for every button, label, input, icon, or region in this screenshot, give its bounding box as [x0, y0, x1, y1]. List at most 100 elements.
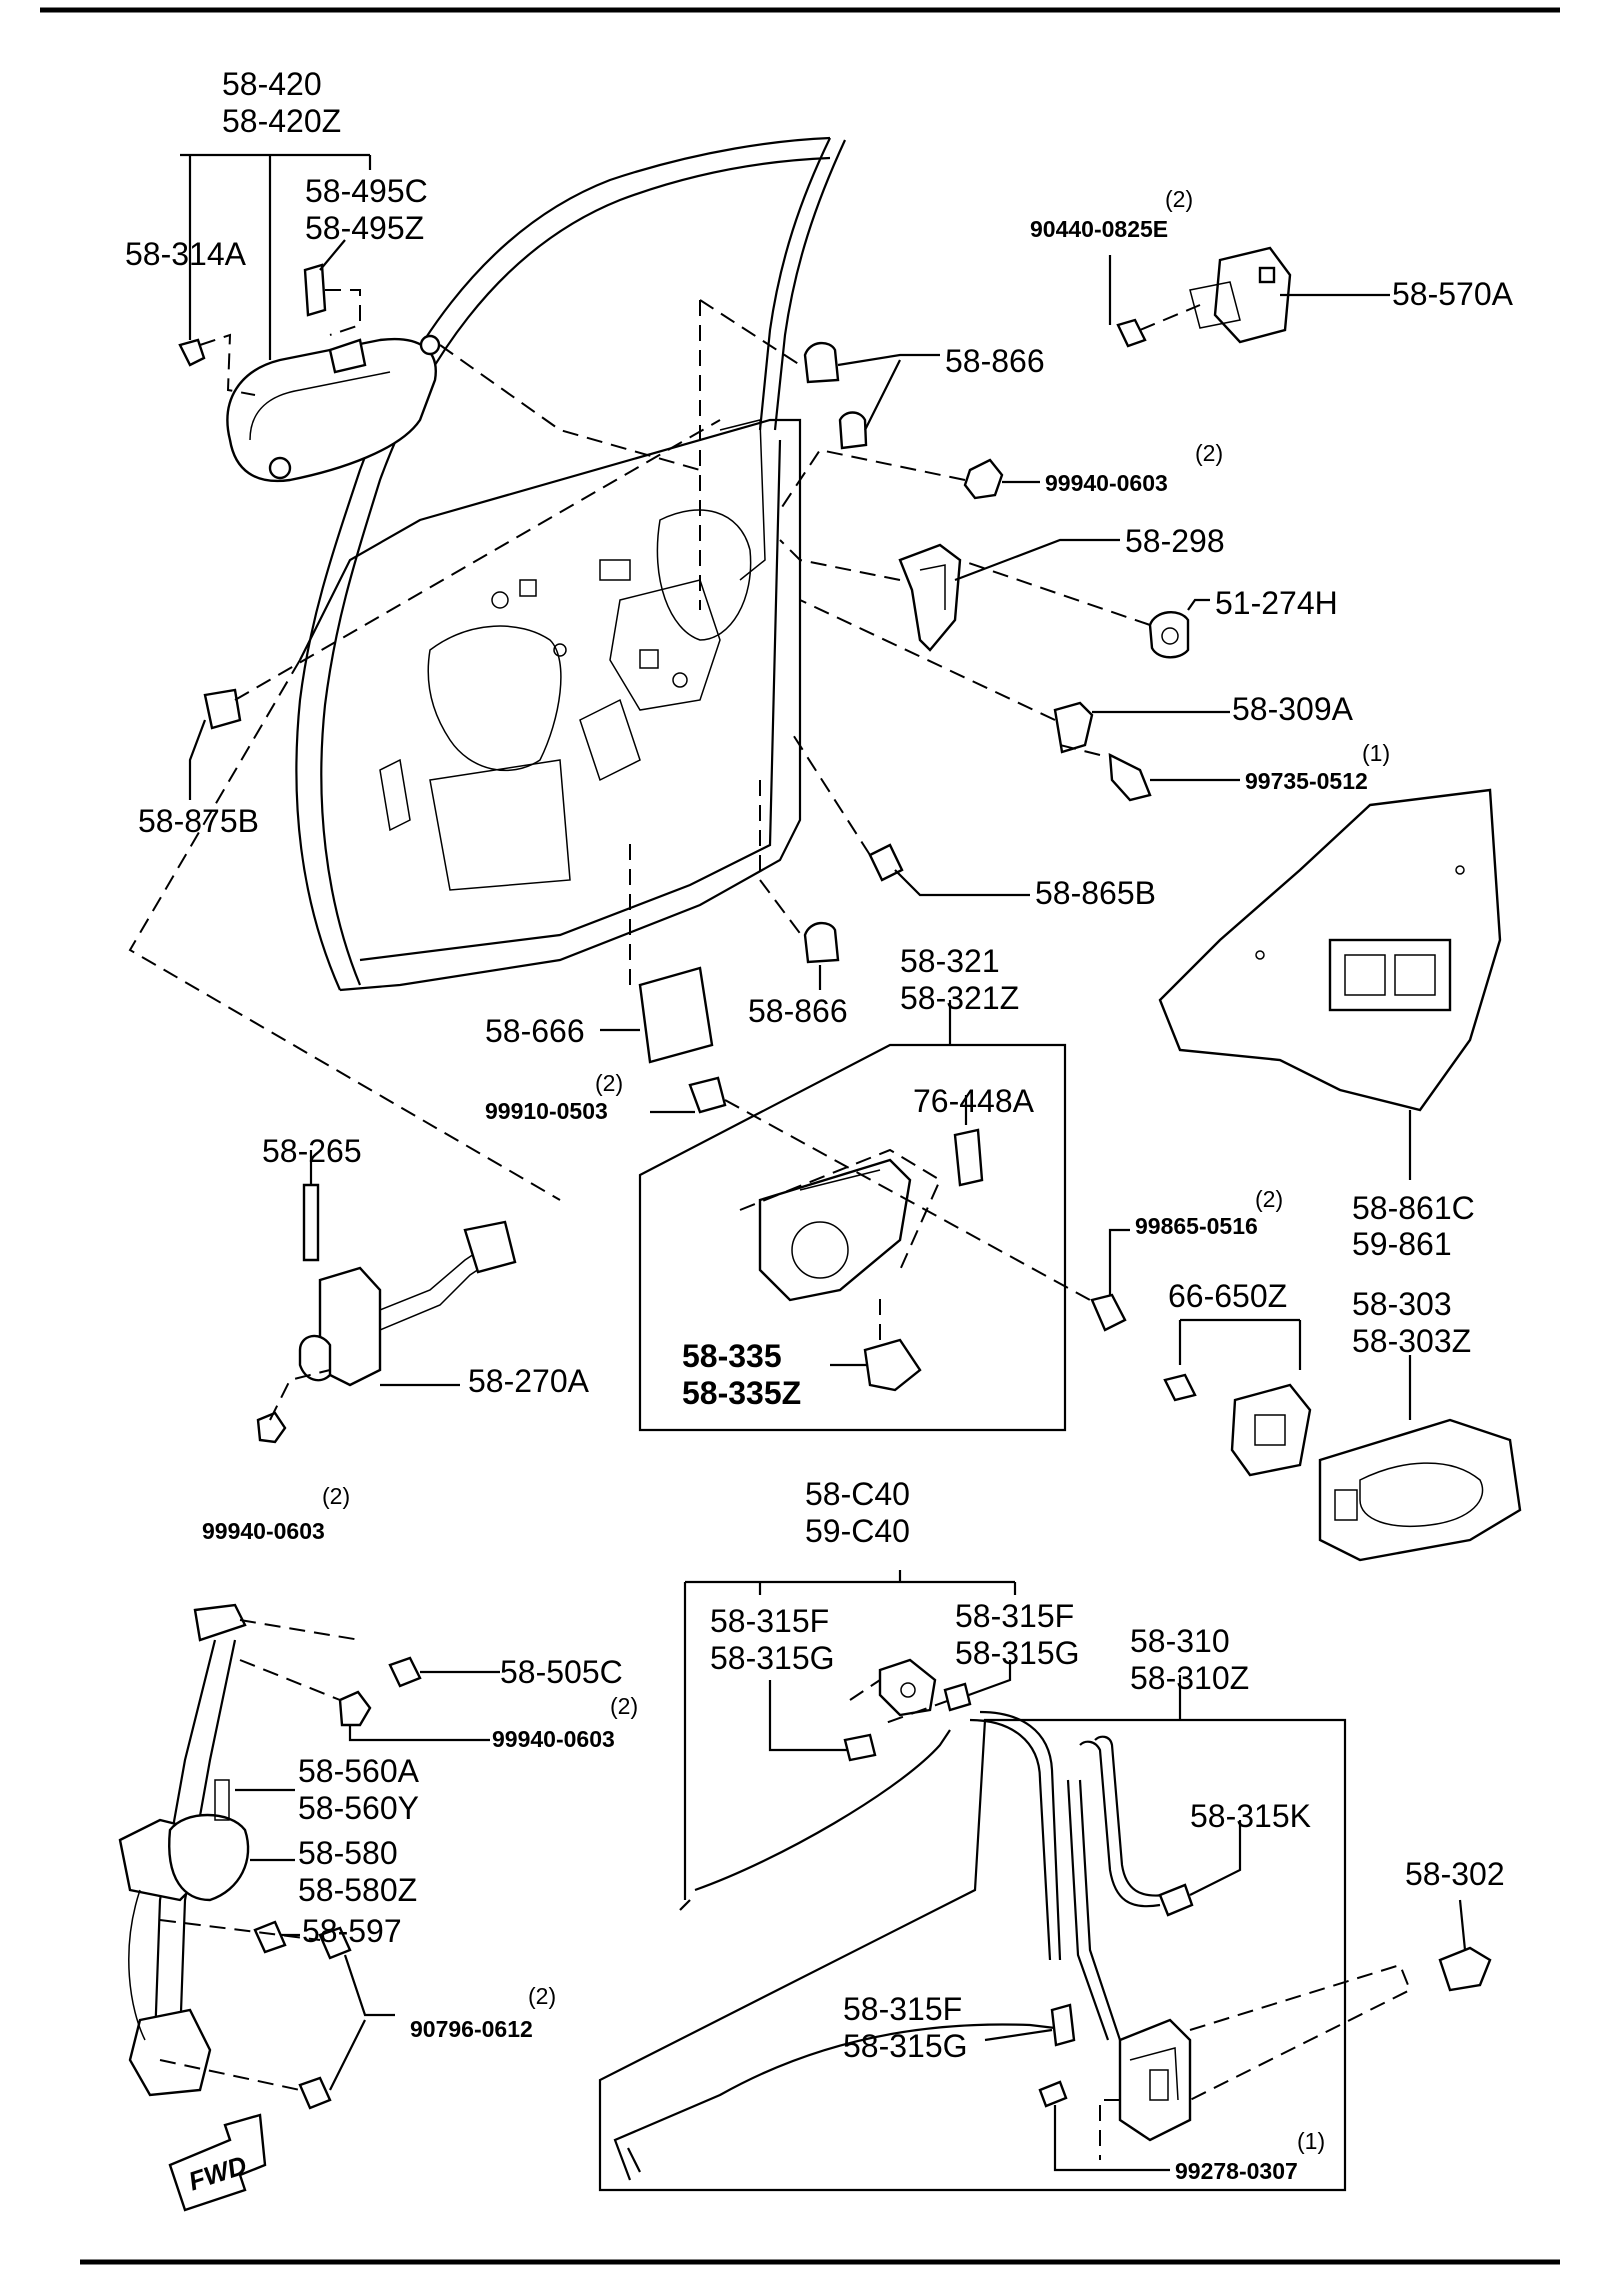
label-58-570a: 58-570A [1392, 276, 1513, 312]
label-58-335z: 58-335Z [682, 1375, 802, 1411]
label-59-861: 59-861 [1352, 1226, 1452, 1262]
door-shell [295, 136, 846, 992]
label-58-265: 58-265 [262, 1133, 362, 1169]
label-99278-0307: 99278-0307 [1175, 2158, 1298, 2184]
label-58-315g-a: 58-315G [710, 1640, 835, 1676]
label-58-580z: 58-580Z [298, 1872, 418, 1908]
label-58-321: 58-321 [900, 943, 1000, 979]
bracket-plate [878, 1658, 937, 1717]
label-58-314a: 58-314A [125, 236, 246, 272]
qty-90796: (2) [528, 1983, 557, 2009]
label-58-315f-b: 58-315F [955, 1598, 1075, 1634]
label-58-310z: 58-310Z [1130, 1660, 1250, 1696]
switch-66-650z [1230, 1383, 1312, 1477]
bolt-99735 [1108, 752, 1152, 802]
door-check-58-270a [298, 1220, 517, 1387]
fwd-label: FWD [184, 2149, 251, 2197]
label-99865-0516: 99865-0516 [1135, 1213, 1258, 1239]
bracket-58-298 [898, 543, 962, 652]
clip-58-315f-a [843, 1733, 877, 1762]
bolt-90796-b [298, 2076, 332, 2110]
screw-66-650z [1163, 1373, 1197, 1402]
label-58-861c: 58-861C [1352, 1190, 1475, 1226]
screw-90440 [1116, 318, 1147, 348]
cover-58-495c [303, 263, 327, 317]
qty-99940-top: (2) [1195, 440, 1224, 466]
label-58-580: 58-580 [298, 1835, 398, 1871]
label-59-c40: 59-C40 [805, 1513, 910, 1549]
qty-99940-mid: (2) [322, 1483, 351, 1509]
label-58-865b: 58-865B [1035, 875, 1156, 911]
label-58-866-top: 58-866 [945, 343, 1045, 379]
label-58-315f-c: 58-315F [843, 1991, 963, 2027]
clip-58-315k [1158, 1883, 1194, 1917]
nut-99940-top [963, 458, 1004, 500]
seal-58-666 [638, 966, 714, 1064]
label-58-505c: 58-505C [500, 1654, 623, 1690]
label-58-309a: 58-309A [1232, 691, 1353, 727]
bezel-58-303 [1318, 1418, 1522, 1562]
outer-handle [226, 334, 441, 483]
label-58-560y: 58-560Y [298, 1790, 419, 1826]
label-58-c40: 58-C40 [805, 1476, 910, 1512]
clip-76-448a [953, 1128, 984, 1187]
plug-58-875b [203, 688, 242, 730]
label-58-866-bottom: 58-866 [748, 993, 848, 1029]
inner-handle-58-321 [758, 1158, 912, 1302]
label-58-420z: 58-420Z [222, 103, 342, 139]
label-58-303: 58-303 [1352, 1286, 1452, 1322]
bolt-58-597 [253, 1920, 287, 1954]
label-99940-0603-low: 99940-0603 [492, 1726, 615, 1752]
bolt-90796-a [318, 1926, 352, 1960]
label-90796-0612: 90796-0612 [410, 2016, 533, 2042]
label-58-321z: 58-321Z [900, 980, 1020, 1016]
label-51-274h: 51-274H [1215, 585, 1338, 621]
label-99940-0603-mid: 99940-0603 [202, 1518, 325, 1544]
label-58-303z: 58-303Z [1352, 1323, 1472, 1359]
clip-58-315f-c [1050, 2003, 1076, 2047]
label-58-315g-b: 58-315G [955, 1635, 1080, 1671]
qty-99865: (2) [1255, 1186, 1284, 1212]
label-58-298: 58-298 [1125, 523, 1225, 559]
label-58-270a: 58-270A [468, 1363, 589, 1399]
clips-58-866 [803, 341, 868, 964]
label-58-302: 58-302 [1405, 1856, 1505, 1892]
nut-51-274h [1148, 611, 1190, 659]
window-regulator-58-560a [118, 1603, 250, 2097]
trim-panel-58-861c [1158, 788, 1502, 1112]
qty-90440: (2) [1165, 186, 1194, 212]
qty-99278: (1) [1297, 2128, 1326, 2154]
striker-58-570a [1189, 246, 1292, 344]
label-58-335: 58-335 [682, 1338, 782, 1374]
bolt-58-265 [302, 1183, 320, 1262]
label-58-315f-a: 58-315F [710, 1603, 830, 1639]
lock-box [598, 1675, 1347, 2192]
label-58-875b: 58-875B [138, 803, 259, 839]
clip-58-335 [863, 1338, 922, 1392]
fastener-99910 [688, 1076, 727, 1114]
label-58-597: 58-597 [302, 1913, 402, 1949]
qty-99910: (2) [595, 1070, 624, 1096]
qty-99735: (1) [1362, 740, 1391, 766]
label-99735-0512: 99735-0512 [1245, 768, 1368, 794]
screw-99865 [1090, 1293, 1127, 1332]
nut-99940-low [338, 1690, 372, 1727]
bumper-58-865b [868, 843, 904, 882]
label-76-448a: 76-448A [913, 1083, 1034, 1119]
label-58-495c: 58-495C [305, 173, 428, 209]
lock-58-310 [1118, 2018, 1192, 2142]
label-58-666: 58-666 [485, 1013, 585, 1049]
inner-handle-box [638, 1000, 1067, 1432]
fwd-arrow [168, 2113, 267, 2212]
label-58-315g-c: 58-315G [843, 2028, 968, 2064]
qty-99940-low: (2) [610, 1693, 639, 1719]
label-99910-0503: 99910-0503 [485, 1098, 608, 1124]
clip-99278 [1038, 2080, 1068, 2108]
label-58-315k: 58-315K [1190, 1798, 1311, 1834]
bolt-58-505c [388, 1656, 422, 1688]
clip-58-314a [178, 338, 206, 367]
label-58-310: 58-310 [1130, 1623, 1230, 1659]
label-58-420: 58-420 [222, 66, 322, 102]
label-99940-0603-top: 99940-0603 [1045, 470, 1168, 496]
